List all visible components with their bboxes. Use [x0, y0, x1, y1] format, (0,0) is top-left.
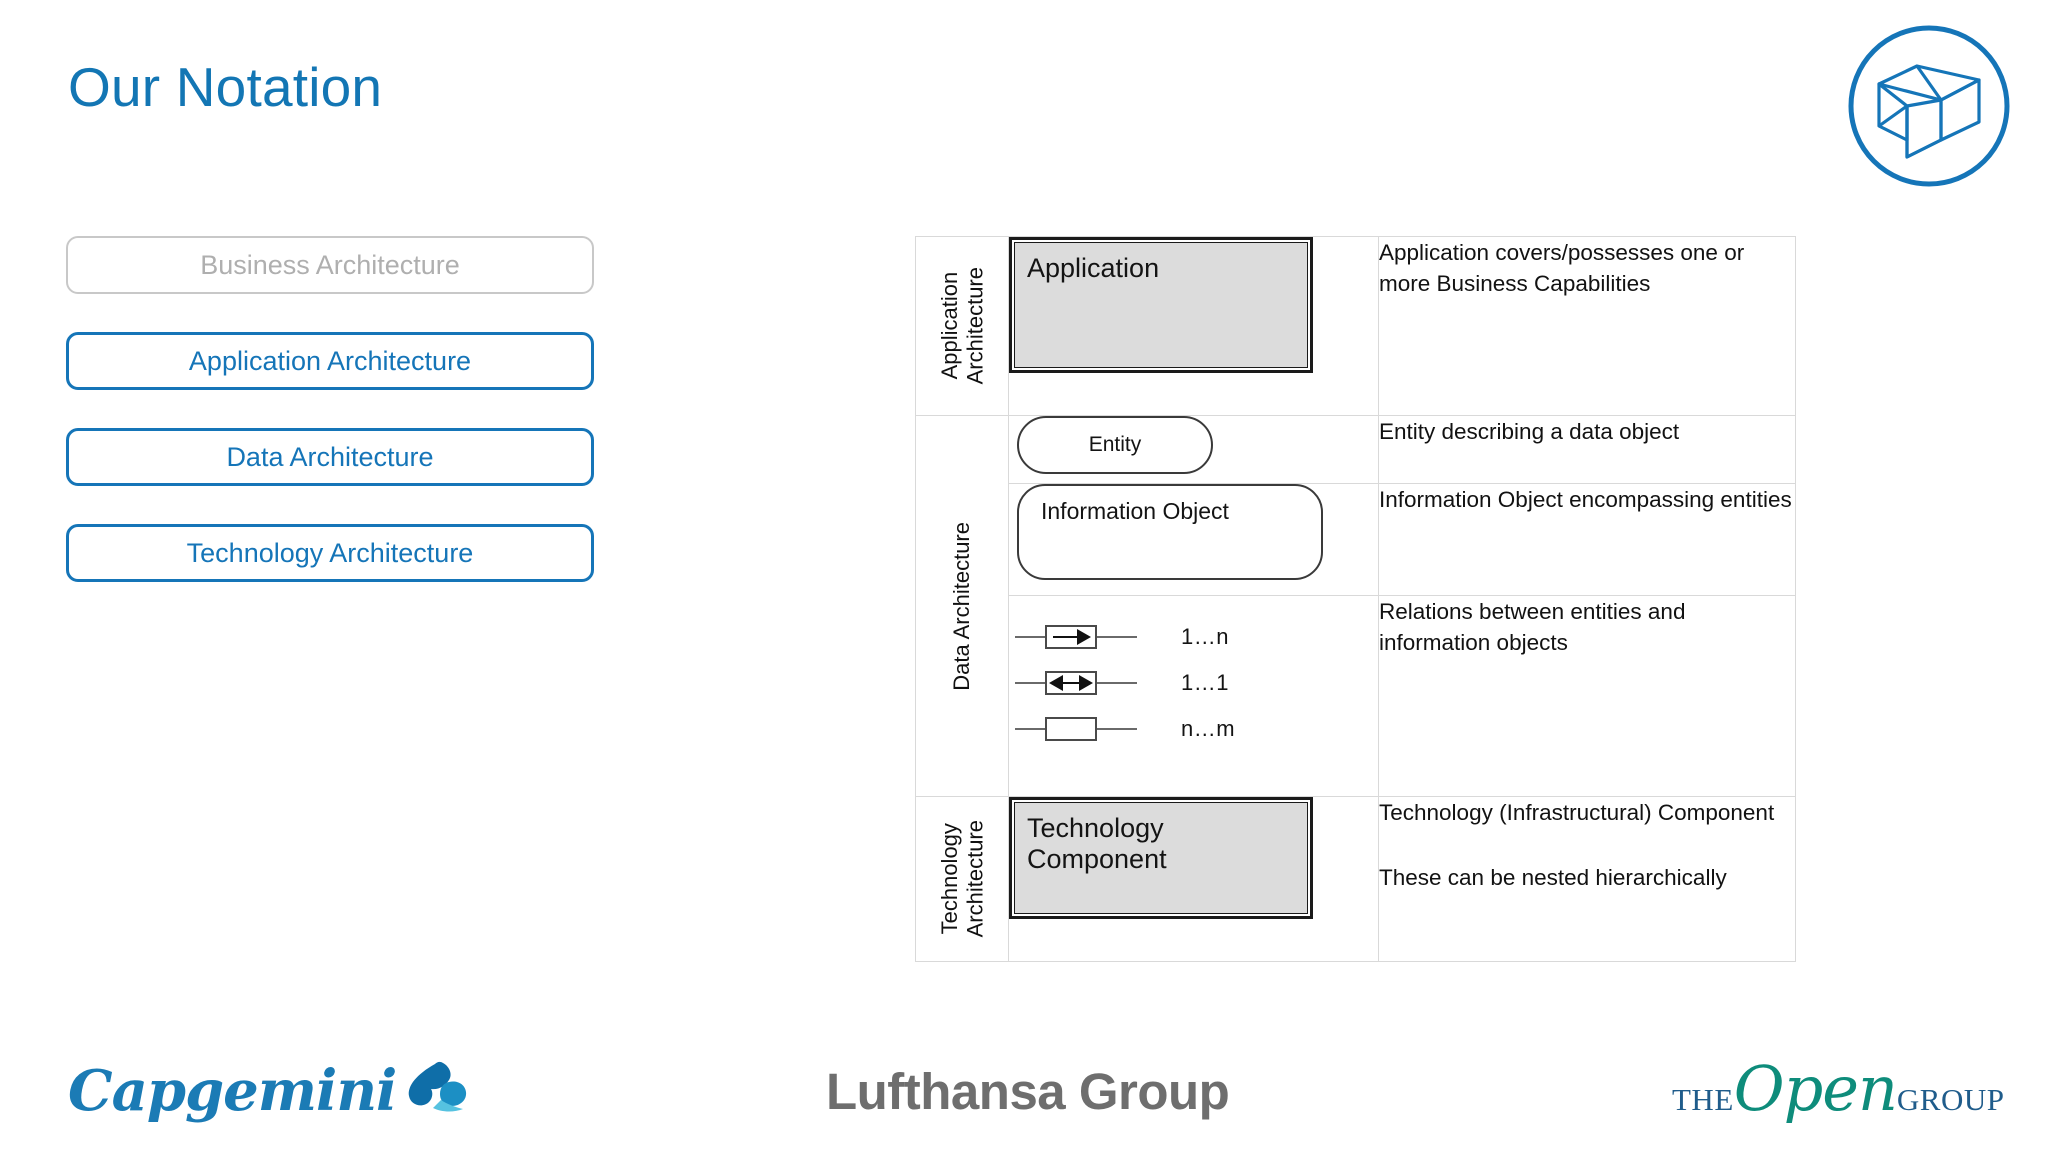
description-text: Application covers/possesses one or more… — [1379, 240, 1745, 297]
relation-cardinality: 1…1 — [1181, 669, 1229, 695]
group-label-application-architecture: Application Architecture — [915, 236, 1009, 416]
plain-box-icon — [1015, 714, 1137, 744]
layer-button-label: Technology Architecture — [186, 537, 474, 568]
open-group-open: Open — [1733, 1052, 1898, 1125]
description-text: Relations between entities and informati… — [1379, 598, 1686, 655]
open-group-the: THE — [1672, 1082, 1734, 1117]
technology-component-box-label: Technology Component — [1014, 802, 1308, 914]
application-box-label: Application — [1014, 242, 1308, 368]
shape-cell-technology-component: Technology Component — [1008, 796, 1379, 962]
capgemini-spade-icon — [405, 1060, 469, 1123]
capgemini-wordmark: Capgemini — [68, 1058, 397, 1124]
description-cell-technology-component: Technology (Infrastructural) Component T… — [1378, 796, 1796, 962]
group-label-data-architecture: Data Architecture — [915, 415, 1009, 797]
table-row: Data Architecture Entity Entity describi… — [915, 415, 1796, 797]
open-group-group: GROUP — [1896, 1082, 2005, 1117]
layer-button-application-architecture[interactable]: Application Architecture — [66, 332, 594, 390]
layer-button-technology-architecture[interactable]: Technology Architecture — [66, 524, 594, 582]
description-text: Entity describing a data object — [1379, 419, 1680, 444]
description-text-secondary: These can be nested hierarchically — [1379, 865, 1727, 891]
entity-pill-label: Entity — [1088, 433, 1142, 456]
relation-cardinality: 1…n — [1181, 623, 1229, 649]
technology-component-box: Technology Component — [1009, 797, 1313, 919]
relation-row-11: 1…1 — [1015, 660, 1378, 706]
description-cell-entity: Entity describing a data object — [1378, 415, 1796, 484]
shape-cell-relations: 1…n 1…1 — [1008, 594, 1379, 798]
shape-cell-entity: Entity — [1008, 415, 1379, 484]
description-text: Technology (Infrastructural) Component — [1379, 800, 1775, 825]
layer-button-label: Data Architecture — [226, 441, 434, 472]
table-row: Information Object Information Object en… — [916, 482, 1796, 596]
table-row: Application Architecture Application App… — [915, 236, 1796, 416]
layer-button-business-architecture[interactable]: Business Architecture — [66, 236, 594, 294]
capgemini-logo: Capgemini — [68, 1055, 469, 1127]
notation-legend-table: Application Architecture Application App… — [915, 236, 1796, 962]
lufthansa-group-logo: Lufthansa Group — [826, 1063, 1230, 1120]
application-box: Application — [1009, 237, 1313, 373]
shape-cell-application: Application — [1008, 236, 1379, 416]
group-label-text: Application Architecture — [936, 267, 987, 385]
layer-button-label: Business Architecture — [200, 249, 460, 280]
description-text: Information Object encompassing entities — [1379, 486, 1792, 512]
table-row: 1…n 1…1 — [916, 594, 1796, 798]
isometric-cubes-icon — [1845, 22, 2013, 190]
relation-row-1n: 1…n — [1015, 614, 1378, 660]
layer-button-data-architecture[interactable]: Data Architecture — [66, 428, 594, 486]
relation-cardinality: n…m — [1181, 715, 1236, 741]
description-cell-relations: Relations between entities and informati… — [1378, 594, 1796, 798]
group-label-text: Data Architecture — [949, 521, 975, 691]
page-title: Our Notation — [68, 56, 383, 118]
table-row: Technology Architecture Technology Compo… — [915, 796, 1796, 962]
shape-cell-information-object: Information Object — [1008, 482, 1379, 596]
entity-pill: Entity — [1017, 416, 1213, 474]
group-label-technology-architecture: Technology Architecture — [915, 796, 1009, 962]
relation-row-nm: n…m — [1015, 706, 1378, 752]
single-arrow-box-icon — [1015, 622, 1137, 652]
layer-button-label: Application Architecture — [188, 345, 472, 376]
double-arrow-box-icon — [1015, 668, 1137, 698]
architecture-layer-list: Business Architecture Application Archit… — [66, 236, 594, 582]
the-open-group-logo: THEOpenGROUP — [1672, 1058, 2005, 1120]
information-object-box: Information Object — [1017, 483, 1323, 580]
group-label-text: Technology Architecture — [936, 820, 987, 938]
description-cell-application: Application covers/possesses one or more… — [1378, 236, 1796, 416]
description-cell-information-object: Information Object encompassing entities — [1378, 482, 1796, 596]
